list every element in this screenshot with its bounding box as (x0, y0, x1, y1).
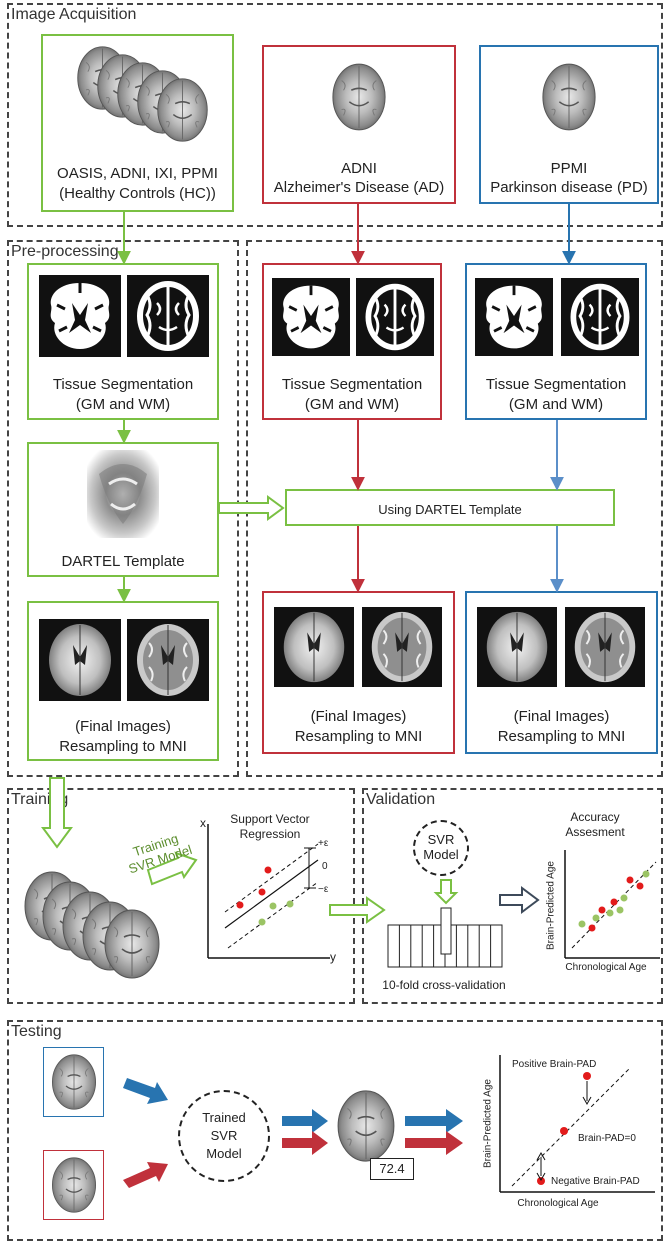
accuracy-title-line2: Assesment (565, 825, 625, 839)
section-image-acquisition (7, 3, 663, 227)
trained-svr-label-line1: Trained (202, 1110, 246, 1125)
resampling-label: Resampling to MNI (497, 728, 626, 745)
pd-test-image-box (43, 1047, 104, 1117)
final-images-label: (Final Images) (513, 708, 610, 725)
section-validation (362, 788, 663, 1004)
svr-chart-title-line1: Support Vector (230, 812, 310, 826)
pd-acquisition-box: PPMI Parkinson disease (PD) (479, 45, 659, 204)
svr-model-circle: SVR Model (413, 820, 469, 876)
brain-pad-xlabel: Chronological Age (517, 1198, 599, 1209)
svr-axis-x-label: x (200, 816, 206, 830)
brain-pad-ylabel: Brain-Predicted Age (482, 1079, 494, 1168)
negative-brain-pad-label: Negative Brain-PAD (551, 1176, 640, 1187)
positive-brain-pad-label: Positive Brain-PAD (512, 1059, 597, 1070)
using-dartel-template-box: Using DARTEL Template (285, 489, 615, 526)
pd-segmentation-box: Tissue Segmentation (GM and WM) (465, 263, 647, 420)
ad-group-label: Alzheimer's Disease (AD) (273, 179, 445, 196)
trained-svr-label-line3: Model (206, 1146, 242, 1161)
svr-chart-title: Support Vector Regression (215, 812, 325, 842)
accuracy-xlabel: Chronological Age (565, 962, 647, 973)
segmentation-label: Tissue Segmentation (52, 376, 194, 393)
svr-epsilon-plus: +ε (318, 838, 329, 849)
pd-group-label: Parkinson disease (PD) (490, 179, 648, 196)
svr-epsilon-minus: −ε (318, 884, 329, 895)
resampling-label: Resampling to MNI (59, 738, 187, 755)
trained-svr-label-line2: SVR (210, 1128, 238, 1143)
hc-acquisition-box: OASIS, ADNI, IXI, PPMI (Healthy Controls… (41, 34, 234, 212)
using-dartel-template-label: Using DARTEL Template (378, 502, 522, 517)
svr-zero-label: 0 (322, 861, 328, 872)
section-title-validation: Validation (366, 791, 436, 808)
segmentation-label: Tissue Segmentation (281, 376, 423, 393)
svr-model-label-line1: SVR (427, 832, 455, 847)
section-testing (7, 1020, 663, 1241)
pd-dataset-label: PPMI (550, 160, 588, 177)
predicted-age-value: 72.4 (370, 1158, 414, 1180)
hc-final-images-box: (Final Images) Resampling to MNI (27, 601, 219, 761)
segmentation-label: Tissue Segmentation (485, 376, 627, 393)
section-title-preprocessing: Pre-processing (11, 243, 119, 260)
ad-segmentation-box: Tissue Segmentation (GM and WM) (262, 263, 442, 420)
section-title-testing: Testing (11, 1023, 62, 1040)
section-title-image-acquisition: Image Acquisition (11, 6, 137, 23)
segmentation-sublabel: (GM and WM) (508, 396, 604, 413)
final-images-label: (Final Images) (310, 708, 407, 725)
segmentation-sublabel: (GM and WM) (75, 396, 171, 413)
accuracy-title-line1: Accuracy (570, 810, 620, 824)
ad-test-image-box (43, 1150, 104, 1220)
accuracy-title: Accuracy Assesment (540, 810, 650, 840)
final-images-label: (Final Images) (75, 718, 171, 735)
ad-dataset-label: ADNI (341, 160, 377, 177)
cross-validation-label: 10-fold cross-validation (382, 978, 506, 992)
dartel-template-image (87, 450, 159, 538)
resampling-label: Resampling to MNI (294, 728, 423, 745)
section-training (7, 788, 355, 1004)
svr-model-label-line2: Model (423, 847, 459, 862)
ad-acquisition-box: ADNI Alzheimer's Disease (AD) (262, 45, 456, 204)
ad-final-images-box: (Final Images) Resampling to MNI (262, 591, 455, 754)
hc-datasets-label: OASIS, ADNI, IXI, PPMI (57, 165, 218, 182)
svr-chart-title-line2: Regression (239, 827, 301, 841)
segmentation-sublabel: (GM and WM) (304, 396, 400, 413)
hc-group-label: (Healthy Controls (HC)) (59, 185, 216, 202)
hc-segmentation-box: Tissue Segmentation (GM and WM) (27, 263, 219, 420)
dartel-template-label: DARTEL Template (61, 553, 185, 570)
brain-pad-zero-label: Brain-PAD=0 (578, 1133, 636, 1144)
svr-axis-y-label: y (330, 950, 336, 964)
trained-svr-model-circle: Trained SVR Model (178, 1090, 270, 1182)
pd-final-images-box: (Final Images) Resampling to MNI (465, 591, 658, 754)
